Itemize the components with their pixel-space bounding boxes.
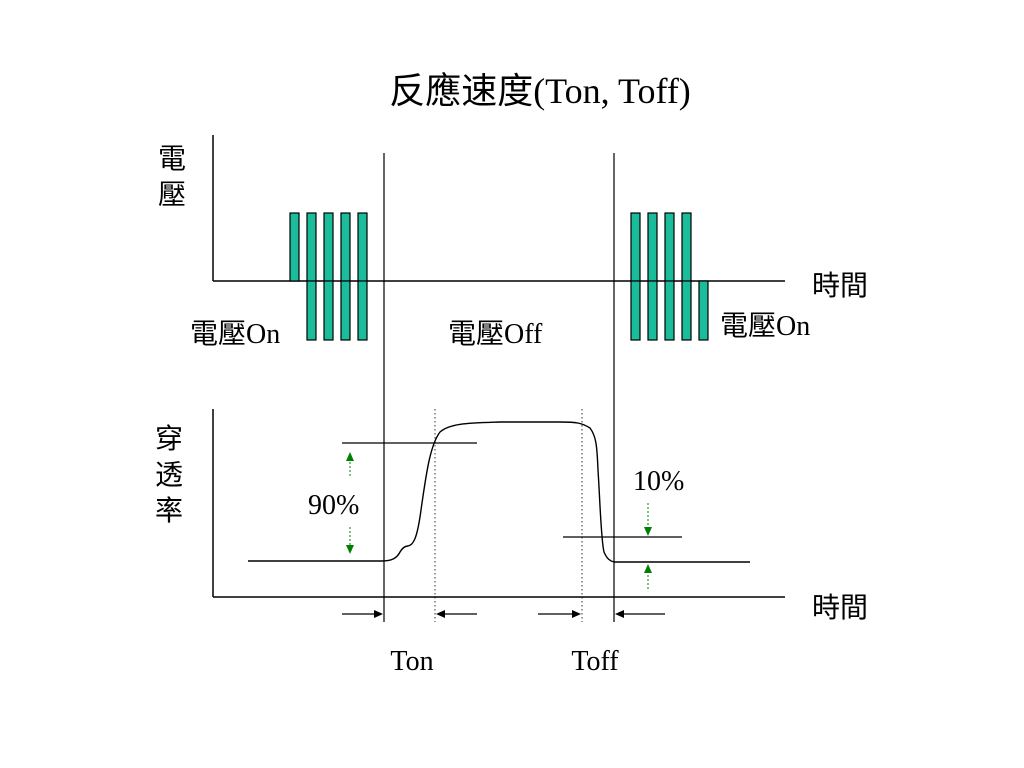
ton-arrow-left-icon: [436, 610, 445, 618]
pulse-right-4-down: [681, 280, 692, 341]
toff-arrow-right-icon: [572, 610, 581, 618]
ninety-percent-label: 90%: [308, 490, 359, 521]
ninety-arrow-down-icon: [346, 545, 354, 554]
pulse-left-2-down: [306, 280, 317, 341]
pulse-left-3-down: [323, 280, 334, 341]
pulse-right-2-down: [647, 280, 658, 341]
diagram-title: 反應速度(Ton, Toff): [389, 71, 691, 111]
pulse-left-5-up: [357, 212, 368, 282]
voltage-y-label-char-1: 電: [158, 144, 186, 175]
toff-label: Toff: [571, 646, 619, 677]
transmittance-y-label-char-1: 穿: [155, 423, 183, 455]
pulse-right-5-down: [698, 280, 709, 341]
voltage-pulses-right: [630, 212, 709, 341]
ten-arrow-up-icon: [644, 564, 652, 573]
transmittance-chart: 穿 透 率 時間 90% 10%: [155, 409, 868, 624]
pulse-left-4-down: [340, 280, 351, 341]
transmittance-y-label-char-2: 透: [155, 460, 183, 491]
transmittance-x-label: 時間: [812, 592, 868, 624]
pulse-left-3-up: [323, 212, 334, 282]
pulse-right-1-down: [630, 280, 641, 341]
voltage-on-left-label: 電壓On: [190, 319, 280, 350]
ten-arrow-down-icon: [644, 527, 652, 536]
pulse-left-1-up: [289, 212, 300, 282]
voltage-off-label: 電壓Off: [448, 319, 543, 350]
ninety-arrow-up-icon: [346, 452, 354, 461]
ton-label: Ton: [390, 646, 433, 677]
toff-arrows: [538, 610, 665, 618]
voltage-on-right-label: 電壓On: [720, 311, 810, 342]
pulse-right-3-down: [664, 280, 675, 341]
voltage-x-label: 時間: [812, 270, 868, 302]
pulse-right-2-up: [647, 212, 658, 282]
pulse-left-5-down: [357, 280, 368, 341]
ten-percent-label: 10%: [633, 466, 684, 497]
transmittance-y-label-char-3: 率: [155, 495, 183, 527]
pulse-right-4-up: [681, 212, 692, 282]
pulse-left-4-up: [340, 212, 351, 282]
toff-arrow-left-icon: [615, 610, 624, 618]
ton-arrow-right-icon: [374, 610, 383, 618]
voltage-y-label-char-2: 壓: [158, 180, 186, 211]
ton-arrows: [342, 610, 477, 618]
pulse-right-1-up: [630, 212, 641, 282]
voltage-chart: 電 壓 時間 電壓On 電壓Off 電壓O: [158, 135, 868, 350]
transmittance-curve: [248, 421, 750, 563]
pulse-left-2-up: [306, 212, 317, 282]
pulse-right-3-up: [664, 212, 675, 282]
voltage-pulses-left: [289, 212, 368, 341]
